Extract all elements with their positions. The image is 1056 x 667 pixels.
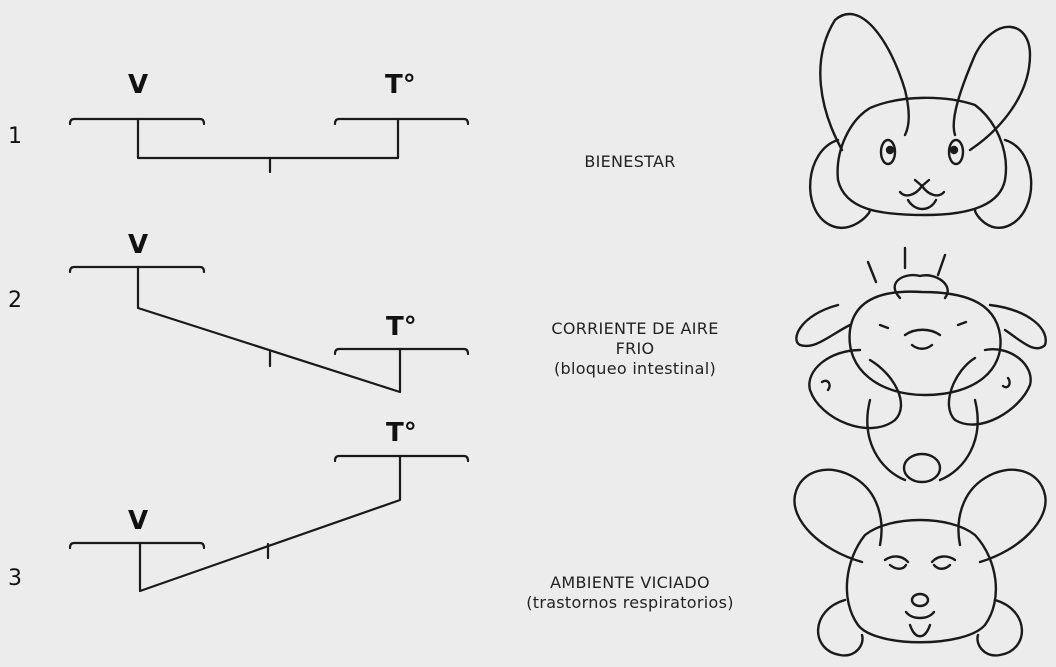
caption-line: FRIO [615,339,655,358]
scale-tilted-right [68,265,470,394]
scale-balanced [68,117,470,174]
caption-line: BIENESTAR [584,152,676,171]
caption: CORRIENTE DE AIRE FRIO (bloqueo intestin… [500,319,770,379]
caption-line: (trastornos respiratorios) [526,593,734,612]
left-label-v: V [128,506,149,536]
rabbit-content-illustration [809,12,1033,229]
caption-line: (bloqueo intestinal) [553,359,717,378]
left-label-v: V [128,70,149,100]
rabbit-bloated-illustration [795,246,1047,484]
left-label-v: V [128,230,149,260]
row-number: 2 [8,288,22,313]
right-label-t: T° [385,70,416,100]
right-label-t: T° [386,418,417,448]
left-pan [68,541,206,550]
right-pan [333,454,470,463]
caption: BIENESTAR [560,152,700,172]
row-number: 1 [8,124,22,149]
row-number: 3 [8,566,22,591]
caption: AMBIENTE VICIADO (trastornos respiratori… [490,573,770,613]
scale-beam [138,454,402,593]
scale-tilted-left [68,454,470,593]
caption-line: CORRIENTE DE AIRE [551,319,719,338]
scale-beam [136,117,400,160]
right-pan [333,117,470,126]
right-label-t: T° [386,312,417,342]
scale-beam [136,265,402,394]
right-pan [333,347,470,356]
caption-line: AMBIENTE VICIADO [550,573,710,592]
rabbit-sick-illustration [793,468,1047,657]
